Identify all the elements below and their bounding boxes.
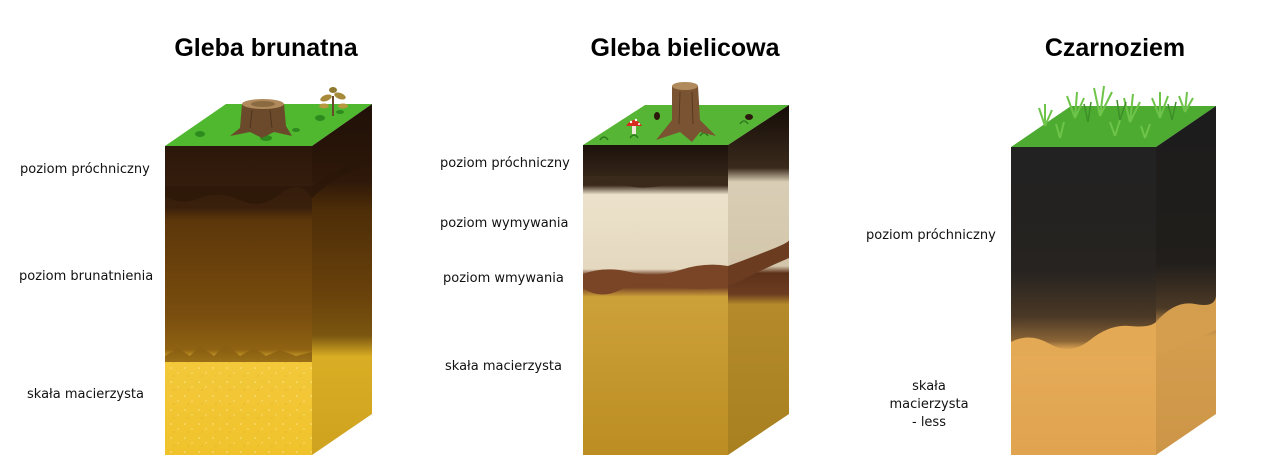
grass-top [1011,106,1216,147]
label-skala-macierzysta: skała macierzysta [445,359,562,374]
sapling-icon [319,87,348,116]
side-face [1156,106,1216,455]
front-face [583,145,728,455]
block-gleba-bielicowa [583,105,790,455]
label-skala-macierzysta: skała macierzysta [27,387,144,402]
title-gleba-bielicowa: Gleba bielicowa [590,34,780,62]
block-gleba-brunatna [165,104,372,455]
mushroom-icon [626,118,642,134]
grass-tuft-icon [1038,85,1194,139]
tree-stump-icon [656,82,716,142]
tree-stump-icon [230,99,292,138]
label-poziom-prochniczny: poziom próchniczny [20,162,150,177]
label-poziom-prochniczny: poziom próchniczny [440,156,570,171]
side-face [312,104,372,455]
label-poziom-wmywania: poziom wmywania [443,271,564,286]
title-gleba-brunatna: Gleba brunatna [174,34,358,62]
label-poziom-prochniczny: poziom próchniczny [866,228,996,243]
side-face [728,105,789,455]
front-face [1011,147,1156,455]
label-poziom-wymywania: poziom wymywania [440,216,569,231]
label-poziom-brunatnienia: poziom brunatnienia [19,269,154,284]
pine-cone-icon [654,112,753,120]
grass-tuft-icon [1083,99,1177,123]
block-czarnoziem [1011,106,1216,455]
title-czarnoziem: Czarnoziem [1044,34,1186,62]
label-skala-macierzysta-less: skała macierzysta - less [889,379,969,430]
